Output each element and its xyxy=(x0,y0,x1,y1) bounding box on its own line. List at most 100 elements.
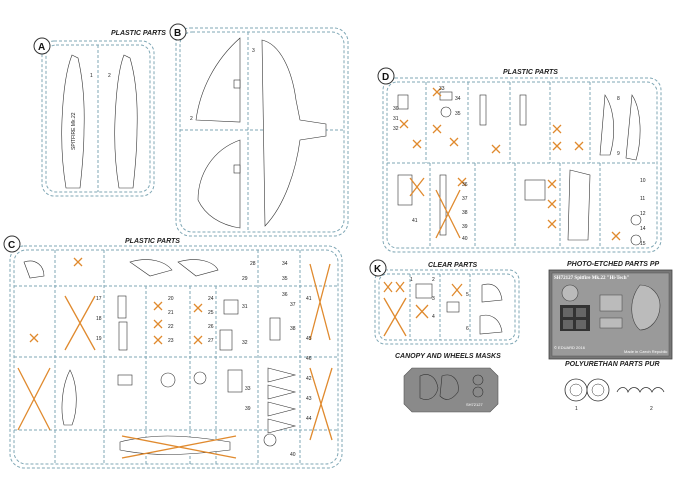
part-number: 3 xyxy=(252,48,255,54)
sprue-a: A SPITFIRE Mk.22 1 2 xyxy=(33,37,155,197)
part-number: 32 xyxy=(393,126,399,132)
part-number: 23 xyxy=(168,338,174,344)
part-number: 32 xyxy=(242,340,248,346)
sprue-k-badge xyxy=(369,259,387,277)
part-number: 37 xyxy=(290,302,296,308)
part-number: 29 xyxy=(242,276,248,282)
header-clear-parts: CLEAR PARTS xyxy=(428,262,477,269)
header-plastic-parts-a: PLASTIC PARTS xyxy=(111,30,166,37)
part-number: 34 xyxy=(455,96,461,102)
wheel-spokes xyxy=(267,367,297,434)
sprue-d-letter: D xyxy=(382,72,389,83)
part-number: 33 xyxy=(245,386,251,392)
mask-code: SH72127 xyxy=(466,402,483,407)
part-number: 46 xyxy=(306,356,312,362)
sprue-b-badge xyxy=(169,23,187,41)
sprue-d-badge xyxy=(377,67,395,85)
lower-wing-right xyxy=(197,139,241,229)
part-number: 35 xyxy=(455,111,461,117)
part-number: 30 xyxy=(393,106,399,112)
part-number: 9 xyxy=(617,151,620,157)
header-polyurethan: POLYURETHAN PARTS PUR xyxy=(565,361,660,368)
sprue-a-letter: A xyxy=(38,42,45,53)
part-number: 40 xyxy=(290,452,296,458)
part-number: 38 xyxy=(462,210,468,216)
sprue-c: C xyxy=(3,235,343,469)
part-number: 41 xyxy=(412,218,418,224)
header-plastic-parts-c: PLASTIC PARTS xyxy=(125,238,180,245)
part-number: 24 xyxy=(208,296,214,302)
part-number: 15 xyxy=(640,241,646,247)
lower-wing-left xyxy=(195,37,241,123)
fuselage-text: SPITFIRE Mk.22 xyxy=(71,112,77,150)
sprue-b: B 3 2 xyxy=(169,23,349,237)
part-number: 44 xyxy=(306,416,312,422)
part-number: 25 xyxy=(208,310,214,316)
part-number: 43 xyxy=(306,396,312,402)
part-number: 2 xyxy=(650,406,653,412)
part-number: 28 xyxy=(250,261,256,267)
sprue-d: D xyxy=(377,67,662,253)
part-number: 21 xyxy=(168,310,174,316)
part-number: 26 xyxy=(208,324,214,330)
part-number: 20 xyxy=(168,296,174,302)
part-number: 39 xyxy=(245,406,251,412)
part-number: 1 xyxy=(410,277,413,283)
fuselage-left-half xyxy=(61,54,85,189)
part-number: 36 xyxy=(282,292,288,298)
part-number: 41 xyxy=(306,296,312,302)
part-number: 1 xyxy=(90,73,93,79)
part-number: 1 xyxy=(575,406,578,412)
sprue-a-badge xyxy=(33,37,51,55)
sprue-k-letter: K xyxy=(374,264,382,275)
part-number: 12 xyxy=(640,211,646,217)
header-photo-etched: PHOTO-ETCHED PARTS PP xyxy=(567,261,660,268)
part-number: 35 xyxy=(282,276,288,282)
part-number: 22 xyxy=(168,324,174,330)
sprue-k: K 1 2 3 4 5 6 xyxy=(369,259,520,345)
part-number: 6 xyxy=(466,326,469,332)
sprue-c-badge xyxy=(3,235,21,253)
pe-made-in: Made in Czech Republic xyxy=(624,349,667,354)
removed-part-marks-c xyxy=(17,257,333,459)
sprue-c-letter: C xyxy=(8,240,15,251)
sprue-b-letter: B xyxy=(174,28,181,39)
fuselage-right-half xyxy=(114,54,138,189)
part-number: 8 xyxy=(617,96,620,102)
part-number: 18 xyxy=(96,316,102,322)
mask-sheet: SH72127 xyxy=(403,367,499,413)
part-number: 17 xyxy=(96,296,102,302)
header-plastic-parts-d: PLASTIC PARTS xyxy=(503,69,558,76)
part-number: 4 xyxy=(432,314,435,320)
part-number: 39 xyxy=(462,224,468,230)
part-number: 31 xyxy=(393,116,399,122)
part-number: 36 xyxy=(462,182,468,188)
part-number: 2 xyxy=(108,73,111,79)
part-number: 3 xyxy=(432,296,435,302)
part-number: 33 xyxy=(439,86,445,92)
part-number: 37 xyxy=(462,196,468,202)
pe-copyright: © EDUARD 2016 xyxy=(554,345,586,350)
part-number: 27 xyxy=(208,338,214,344)
part-number: 42 xyxy=(306,376,312,382)
part-number: 45 xyxy=(306,336,312,342)
part-number: 2 xyxy=(432,277,435,283)
part-number: 34 xyxy=(282,261,288,267)
polyurethan-parts: 1 2 xyxy=(564,378,665,412)
part-number: 14 xyxy=(640,226,646,232)
part-number: 5 xyxy=(466,292,469,298)
pe-title: SH72127 Spitfire Mk.22 "Hi-Tech" xyxy=(554,276,630,281)
part-number: 38 xyxy=(290,326,296,332)
part-number: 31 xyxy=(242,304,248,310)
part-number: 10 xyxy=(640,178,646,184)
header-masks: CANOPY AND WHEELS MASKS xyxy=(395,353,501,360)
part-number: 40 xyxy=(462,236,468,242)
part-number: 11 xyxy=(640,196,645,202)
upper-wing-center xyxy=(261,39,327,227)
photo-etched-fret: SH72127 Spitfire Mk.22 "Hi-Tech" © EDUAR… xyxy=(548,269,673,360)
part-number: 2 xyxy=(190,116,193,122)
removed-part-marks xyxy=(399,87,621,241)
removed-part-marks-k xyxy=(383,281,463,337)
part-number: 19 xyxy=(96,336,102,342)
